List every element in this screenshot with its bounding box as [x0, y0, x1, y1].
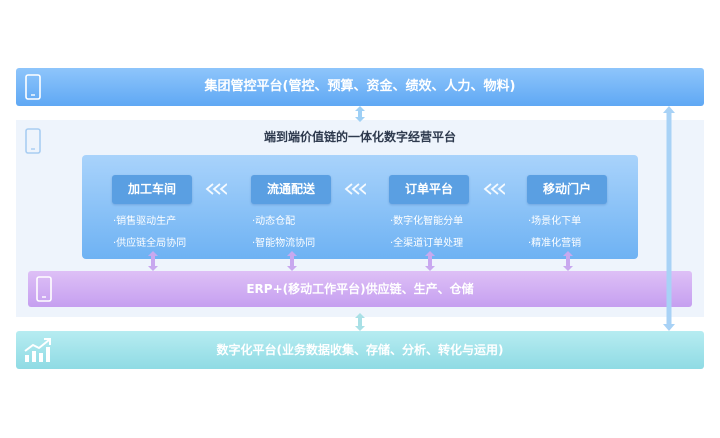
digital-platform-title: 数字化平台(业务数据收集、存储、分析、转化与运用) [216, 343, 504, 357]
double-arrow-icon [425, 251, 435, 271]
chevron-left-icon [344, 183, 366, 195]
core-modules-area [82, 155, 638, 259]
digital-platform-bar: 数字化平台(业务数据收集、存储、分析、转化与运用) [16, 331, 704, 369]
double-arrow-icon [148, 251, 158, 271]
module-distribution: 流通配送 [251, 175, 331, 204]
tablet-icon [25, 74, 41, 100]
double-arrow-icon [563, 251, 573, 271]
value-chain-title: 端到端价值链的一体化数字经营平台 [263, 130, 456, 144]
group-control-title: 集团管控平台(管控、预算、资金、绩效、人力、物料) [204, 79, 516, 94]
module-item: ·全渠道订单处理 [390, 238, 464, 249]
vertical-double-arrow-icon [663, 106, 675, 331]
module-item: ·动态仓配 [252, 216, 296, 227]
erp-bar: ERP+(移动工作平台)供应链、生产、仓储 [28, 271, 692, 307]
group-control-bar: 集团管控平台(管控、预算、资金、绩效、人力、物料) [16, 68, 704, 106]
module-item: ·供应链全局协同 [113, 238, 187, 249]
module-item: ·智能物流协同 [252, 238, 316, 249]
double-arrow-icon [355, 106, 365, 122]
erp-title: ERP+(移动工作平台)供应链、生产、仓储 [246, 282, 474, 296]
module-item: ·数字化智能分单 [390, 216, 464, 227]
chevron-left-icon [483, 183, 505, 195]
module-item: ·销售驱动生产 [113, 216, 177, 227]
module-item: ·场景化下单 [528, 216, 582, 227]
double-arrow-icon [355, 313, 365, 331]
module-order-platform: 订单平台 [389, 175, 469, 204]
tablet-icon [25, 128, 41, 154]
growth-chart-icon [24, 338, 51, 362]
tablet-icon [36, 276, 52, 302]
module-item: ·精准化营销 [528, 238, 582, 249]
module-mobile-portal: 移动门户 [527, 175, 607, 204]
module-processing-workshop: 加工车间 [112, 175, 192, 204]
chevron-left-icon [205, 183, 227, 195]
double-arrow-icon [287, 251, 297, 271]
